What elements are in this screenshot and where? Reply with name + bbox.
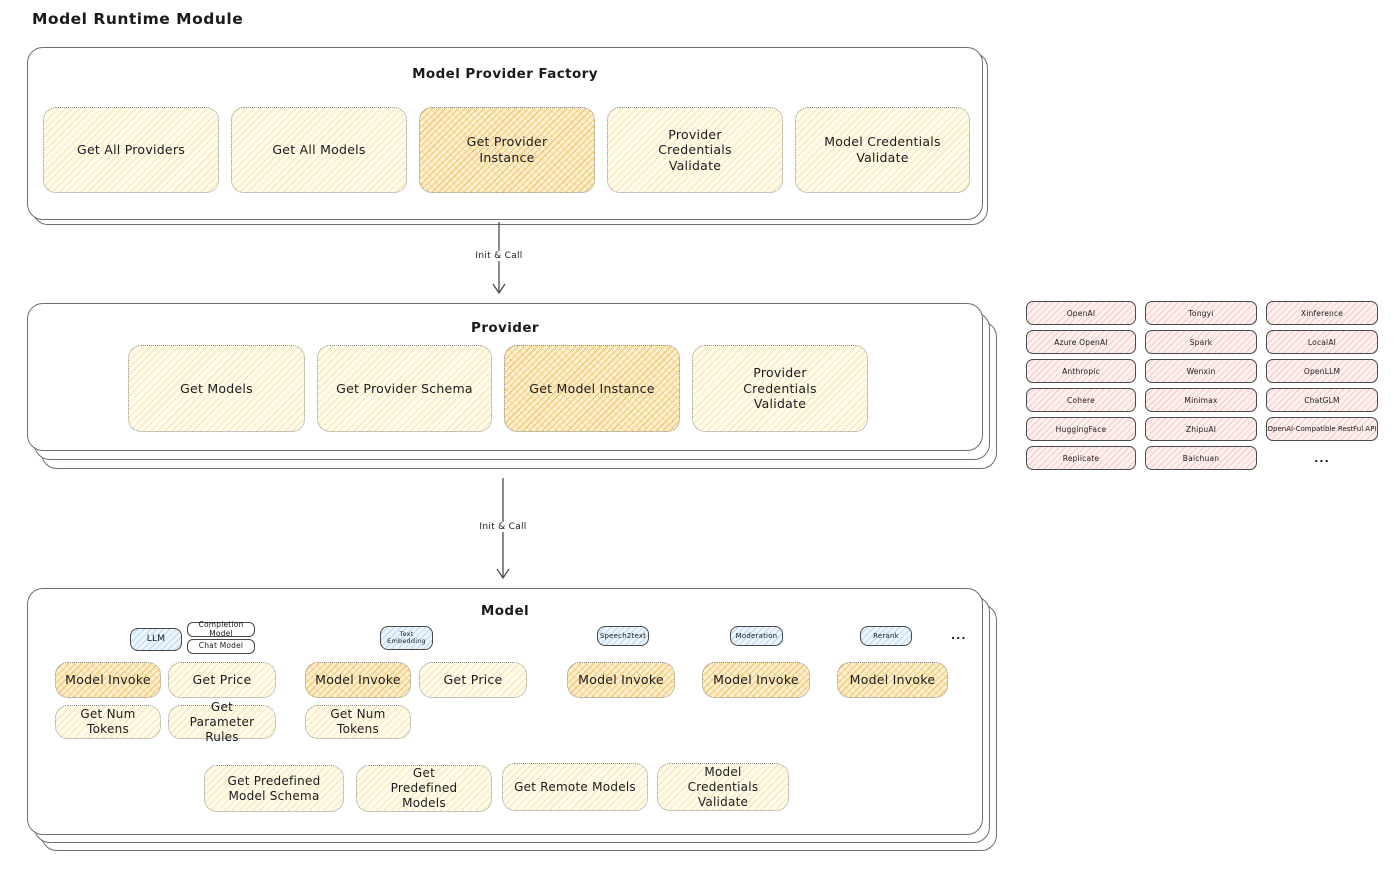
provider-title: Provider <box>471 320 539 336</box>
provider-chip-xinference: Xinference <box>1266 301 1378 325</box>
tabs-ellipsis: ... <box>951 629 967 642</box>
provider-op-get-models: Get Models <box>128 345 305 432</box>
factory-op-get-all-providers: Get All Providers <box>43 107 219 193</box>
provider-op-provider-credentials-validate: Provider Credentials Validate <box>692 345 868 432</box>
tab-llm: LLM <box>130 628 182 651</box>
provider-chip-wenxin: Wenxin <box>1145 359 1257 383</box>
provider-chip-replicate: Replicate <box>1026 446 1136 470</box>
text-embedding-op-model-invoke: Model Invoke <box>305 662 411 698</box>
diagram-title: Model Runtime Module <box>32 10 244 28</box>
factory-op-model-credentials-validate: Model Credentials Validate <box>795 107 970 193</box>
provider-chip-baichuan: Baichuan <box>1145 446 1257 470</box>
llm-op-model-invoke: Model Invoke <box>55 662 161 698</box>
text-embedding-op-get-num-tokens: Get Num Tokens <box>305 705 411 739</box>
tab-completion-model: Completion Model <box>187 620 255 637</box>
tab-rerank: Rerank <box>860 626 912 646</box>
model-op-get-predefined-models: Get Predefined Models <box>356 765 492 812</box>
factory-op-get-all-models: Get All Models <box>231 107 407 193</box>
llm-op-get-price: Get Price <box>168 662 276 698</box>
text-embedding-op-get-price: Get Price <box>419 662 527 698</box>
provider-chip-chatglm: ChatGLM <box>1266 388 1378 412</box>
speech2text-op-model-invoke: Model Invoke <box>567 662 675 698</box>
factory-op-get-provider-instance: Get Provider Instance <box>419 107 595 193</box>
init-call-label-top: Init & Call <box>471 251 527 261</box>
provider-chip-tongyi: Tongyi <box>1145 301 1257 325</box>
tab-chat-model: Chat Model <box>187 639 255 654</box>
provider-chip-azure-openai: Azure OpenAI <box>1026 330 1136 354</box>
provider-op-get-provider-schema: Get Provider Schema <box>317 345 492 432</box>
model-op-get-predefined-model-schema: Get Predefined Model Schema <box>204 765 344 812</box>
factory-title: Model Provider Factory <box>412 66 598 82</box>
provider-chip-openllm: OpenLLM <box>1266 359 1378 383</box>
factory-op-provider-credentials-validate: Provider Credentials Validate <box>607 107 783 193</box>
moderation-op-model-invoke: Model Invoke <box>702 662 810 698</box>
tab-text-embedding: Text Embedding <box>380 626 433 650</box>
provider-chip-spark: Spark <box>1145 330 1257 354</box>
provider-chip-zhipuai: ZhipuAI <box>1145 417 1257 441</box>
init-call-label-bottom: Init & Call <box>475 522 531 532</box>
llm-op-get-num-tokens: Get Num Tokens <box>55 705 161 739</box>
provider-chip-openai-compatible: OpenAI-Compatible RestFul API <box>1266 417 1378 441</box>
provider-chip-openai: OpenAI <box>1026 301 1136 325</box>
model-op-model-credentials-validate: Model Credentials Validate <box>657 763 789 811</box>
model-op-get-remote-models: Get Remote Models <box>502 763 648 811</box>
rerank-op-model-invoke: Model Invoke <box>837 662 948 698</box>
provider-op-get-model-instance: Get Model Instance <box>504 345 680 432</box>
provider-chip-anthropic: Anthropic <box>1026 359 1136 383</box>
model-title: Model <box>480 603 530 619</box>
provider-chip-ellipsis: ... <box>1314 451 1330 465</box>
provider-chip-cohere: Cohere <box>1026 388 1136 412</box>
llm-op-get-parameter-rules: Get Parameter Rules <box>168 700 276 744</box>
provider-chip-minimax: Minimax <box>1145 388 1257 412</box>
provider-implementations-grid: OpenAI Tongyi Xinference Azure OpenAI Sp… <box>1026 301 1378 470</box>
provider-chip-huggingface: HuggingFace <box>1026 417 1136 441</box>
tab-moderation: Moderation <box>730 626 783 646</box>
tab-speech2text: Speech2text <box>597 626 649 646</box>
provider-chip-localai: LocalAI <box>1266 330 1378 354</box>
